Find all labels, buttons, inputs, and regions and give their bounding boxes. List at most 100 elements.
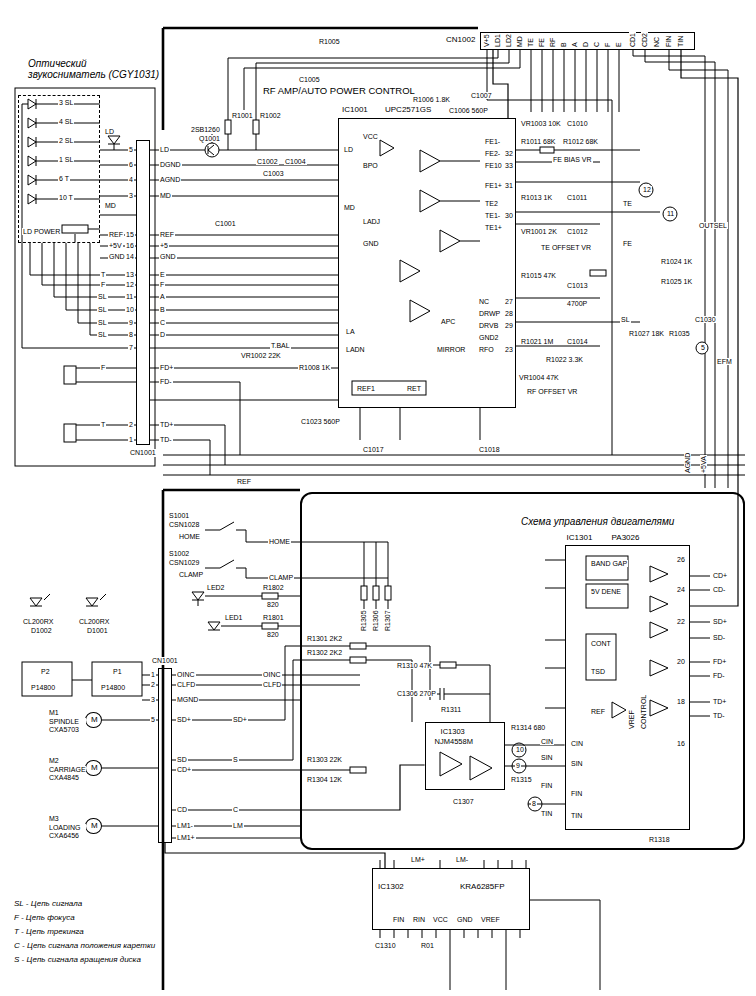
schematic-label: TE <box>622 200 633 207</box>
photo-interrupter <box>92 662 142 696</box>
schematic-label: TE OFFSET VR <box>540 244 592 251</box>
schematic-label: R1307 <box>384 609 391 632</box>
signal-wire <box>360 408 480 440</box>
schematic-label: P2 <box>40 668 51 675</box>
schematic-label: R1318 <box>648 836 671 843</box>
schematic-label: CONTROL <box>640 694 647 730</box>
legend-entry: C - Цепь сигнала положения каретки <box>14 942 155 951</box>
schematic-label: 5 <box>150 716 156 723</box>
schematic-label: 10 <box>515 746 525 753</box>
schematic-label: 5 <box>128 146 134 153</box>
resistor-symbol <box>385 586 391 600</box>
signal-wire <box>531 50 619 112</box>
schematic-label: BPO <box>362 162 379 169</box>
opamp-symbol <box>586 584 628 608</box>
schematic-label: CD+ <box>712 572 728 579</box>
motor-symbol: MM3LOADING CXA6456 <box>85 818 102 834</box>
switch-symbol <box>205 522 388 578</box>
schematic-label: CLFD <box>262 681 282 688</box>
schematic-label: 5 <box>700 344 706 351</box>
schematic-label: CD <box>176 806 188 813</box>
schematic-label: FIN <box>392 916 405 923</box>
schematic-label: 18 <box>676 698 686 705</box>
schematic-label: B <box>560 41 567 48</box>
schematic-label: HOME <box>178 533 201 540</box>
schematic-label: C1005 <box>298 76 321 83</box>
signal-wire <box>487 50 612 455</box>
led-symbol <box>86 594 106 606</box>
schematic-label: FIN <box>665 35 672 48</box>
schematic-label: MD <box>343 204 356 211</box>
schematic-label: 1 SL <box>58 156 74 163</box>
schematic-label: 7 <box>128 344 134 351</box>
signal-wire <box>430 665 490 722</box>
signal-wire <box>690 576 710 716</box>
schematic-label: RF OFFSET VR <box>526 388 578 395</box>
schematic-label: SL <box>97 306 108 313</box>
schematic-label: 22 <box>676 618 686 625</box>
led-symbol <box>30 594 50 606</box>
schematic-label: R1302 2K2 <box>306 649 343 656</box>
schematic-label: CD+ <box>176 766 192 773</box>
schematic-label: CD- <box>712 586 726 593</box>
node-label: UPC2571GS <box>384 106 432 115</box>
photo-interrupter <box>22 662 72 696</box>
schematic-label: P1 <box>112 668 123 675</box>
schematic-label: REF <box>159 231 175 238</box>
resistor-symbol <box>262 593 278 599</box>
schematic-label: R1012 68K <box>562 138 599 145</box>
opamp-symbol <box>650 566 668 582</box>
opamp-symbol <box>650 700 668 716</box>
schematic-label: BAND GAP <box>590 560 628 567</box>
schematic-label: C1011 <box>566 194 588 201</box>
schematic-label: TE2 <box>484 200 499 207</box>
resistor-symbol <box>540 147 554 153</box>
signal-wire <box>505 744 565 745</box>
signal-wire <box>633 50 728 488</box>
photodiode-symbol <box>36 104 100 199</box>
schematic-label: R1802 <box>262 584 285 591</box>
schematic-label: +5VA <box>700 455 707 474</box>
legend-entry: SL - Цепь сигнала <box>14 900 82 909</box>
node-label: M2 <box>48 757 60 765</box>
resistor-symbol <box>225 120 231 134</box>
led-symbol <box>86 598 98 606</box>
signal-wire <box>530 900 600 990</box>
schematic-label: OUTSEL <box>698 222 728 229</box>
schematic-label: R1035 <box>668 330 691 337</box>
node-label: CN1002 <box>445 36 476 45</box>
opamp-symbol <box>586 556 628 580</box>
schematic-label: 8 <box>531 800 537 807</box>
signal-wire <box>380 930 520 990</box>
ic-box: IC1303NJM4558M <box>425 722 505 790</box>
schematic-label: 5V DENE <box>590 588 622 595</box>
pickup-frame <box>15 88 155 466</box>
schematic-label: A <box>571 41 578 48</box>
schematic-label: 20 <box>676 658 686 665</box>
schematic-label: FE <box>538 37 545 48</box>
schematic-label: R1310 47K <box>396 662 433 669</box>
motor-symbol: MM1SPINDLE CXA5703 <box>85 712 102 728</box>
schematic-label: R1006 1.8K <box>412 96 451 103</box>
node-label: IC1302 <box>377 883 405 892</box>
schematic-label: R1025 1K <box>660 278 693 285</box>
signal-wire <box>212 50 520 150</box>
ic-box: IC1301PA3026 <box>565 545 690 830</box>
schematic-label: R1013 1K <box>520 194 553 201</box>
schematic-label: LED2 <box>206 584 226 591</box>
schematic-label: R1303 22K <box>306 756 343 763</box>
photodiode-symbol <box>28 175 36 185</box>
schematic-label: CLFD <box>176 681 196 688</box>
schematic-label: V+5 <box>483 33 490 48</box>
schematic-label: GND <box>159 253 177 260</box>
laser-diode-symbol <box>75 229 100 242</box>
schematic-label: CIN <box>570 740 584 747</box>
schematic-label: TE1+ <box>484 224 503 231</box>
node-label: M3 <box>48 815 60 823</box>
photodiode-symbol <box>22 104 28 243</box>
schematic-label: 2SB1260 <box>190 126 221 133</box>
node-label: M <box>90 764 99 773</box>
